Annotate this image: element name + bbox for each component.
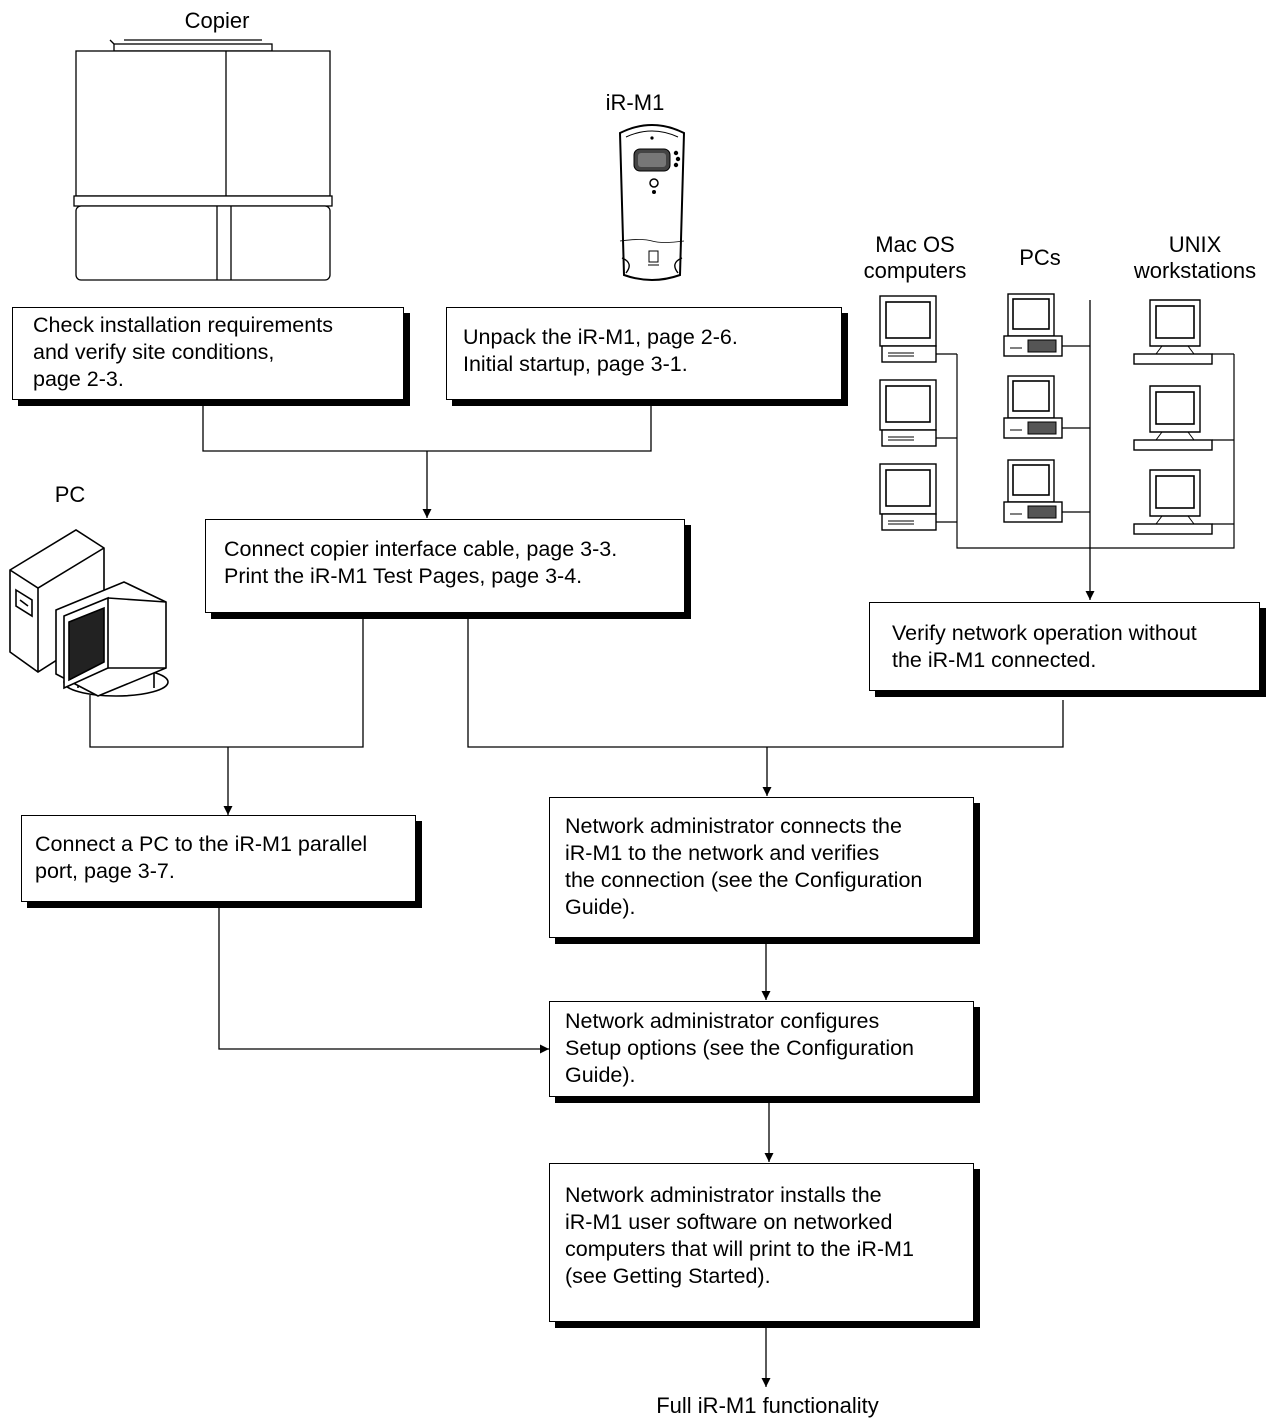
step-text: the connection (see the Configuration (565, 868, 923, 892)
connector-pc-to-configures (218, 902, 549, 1054)
step-text: Guide). (565, 1063, 636, 1087)
step-text: Verify network operation without (892, 621, 1197, 645)
mac-computer-icon (879, 463, 937, 531)
unix-label: UNIX workstations (1120, 232, 1270, 284)
mac-label-line: computers (863, 258, 967, 283)
mac-label-line: Mac OS (875, 232, 955, 257)
mac-computer-icon (879, 379, 937, 447)
step-verify-network: Verify network operation without the iR-… (869, 602, 1260, 691)
step-admin-connects: Network administrator connects the iR-M1… (549, 797, 974, 938)
step-text: port, page 3-7. (35, 859, 175, 883)
step-text: (see Getting Started). (565, 1264, 771, 1288)
unix-workstation-icon (1133, 469, 1213, 535)
irm1-label: iR-M1 (605, 90, 665, 115)
step-connect-pc: Connect a PC to the iR-M1 parallel port,… (21, 815, 416, 902)
unix-workstation-icon (1133, 299, 1213, 365)
pc-computer-icon (1003, 459, 1063, 523)
network-bus (936, 345, 1235, 549)
step-text: Initial startup, page 3-1. (463, 352, 688, 376)
step-text: Setup options (see the Configuration (565, 1036, 915, 1060)
unix-workstation-icon (1133, 385, 1213, 451)
step-text: Check installation requirements (33, 313, 333, 337)
unix-label-line: UNIX (1168, 232, 1222, 257)
step-text: the iR-M1 connected. (892, 648, 1097, 672)
step-text: Connect copier interface cable, page 3-3… (224, 537, 618, 561)
step-text: Network administrator configures (565, 1009, 880, 1033)
pcs-label: PCs (1019, 245, 1061, 270)
step-text: Unpack the iR-M1, page 2-6. (463, 325, 738, 349)
copier-icon (73, 39, 333, 281)
step-text: iR-M1 user software on networked (565, 1210, 893, 1234)
network-computers (879, 293, 1235, 549)
step-unpack: Unpack the iR-M1, page 2-6. Initial star… (446, 307, 842, 400)
step-text: iR-M1 to the network and verifies (565, 841, 880, 865)
step-text: Guide). (565, 895, 636, 919)
step-admin-configures: Network administrator configures Setup o… (549, 1001, 974, 1097)
pc-tower-icon (9, 529, 169, 697)
step-text: Connect a PC to the iR-M1 parallel (35, 832, 368, 856)
irm1-device-icon (618, 124, 686, 281)
pc-computer-icon (1003, 293, 1063, 357)
mac-label: Mac OS computers (845, 232, 985, 284)
step-text: page 2-3. (33, 367, 124, 391)
step-check-requirements: Check installation requirements and veri… (12, 307, 404, 400)
copier-label: Copier (184, 8, 250, 33)
connector-pc-branch (89, 613, 364, 748)
unix-label-line: workstations (1133, 258, 1257, 283)
step-connect-cable: Connect copier interface cable, page 3-3… (205, 519, 685, 613)
pc-label: PC (54, 482, 86, 507)
mac-computer-icon (879, 295, 937, 363)
step-text: Network administrator connects the (565, 814, 902, 838)
pc-computer-icon (1003, 375, 1063, 439)
connector-network-branch (467, 613, 1064, 748)
final-label: Full iR-M1 functionality (656, 1393, 879, 1418)
step-text: Network administrator installs the (565, 1183, 882, 1207)
step-text: computers that will print to the iR-M1 (565, 1237, 914, 1261)
step-admin-installs: Network administrator installs the iR-M1… (549, 1163, 974, 1322)
step-text: and verify site conditions, (33, 340, 275, 364)
connector-check-to-merge (202, 400, 652, 452)
step-text: Print the iR-M1 Test Pages, page 3-4. (224, 564, 583, 588)
